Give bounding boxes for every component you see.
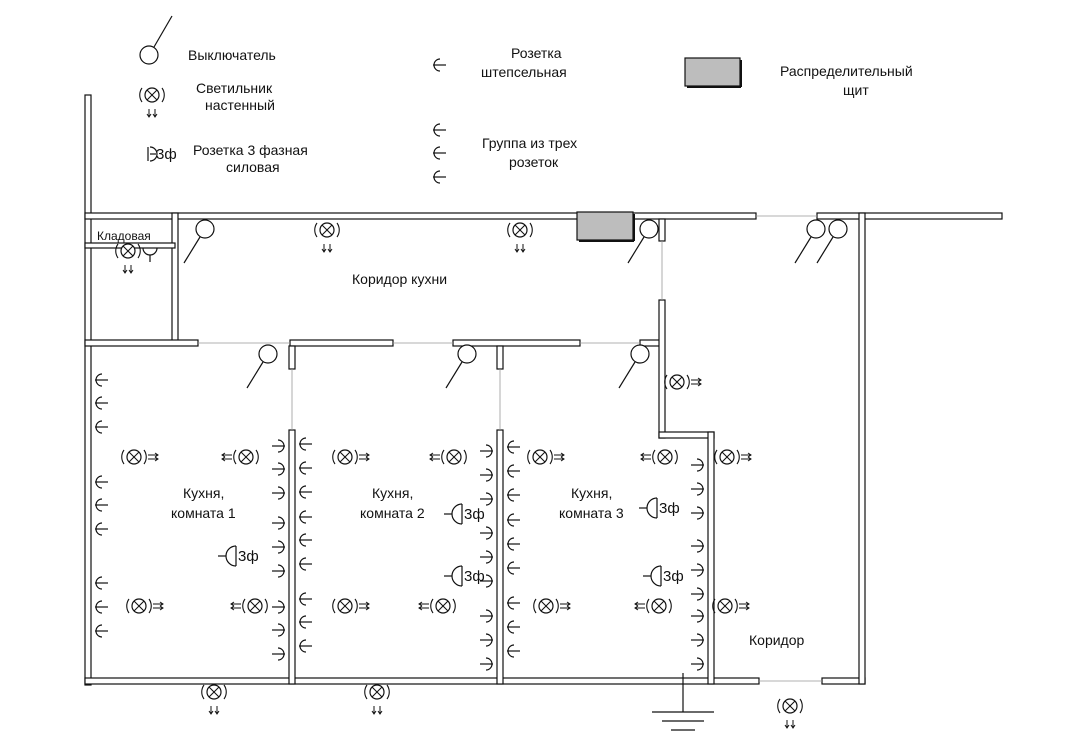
legend-socket-3ph-icon: 3ф	[147, 146, 177, 163]
room-label-kitchen1-line2: комната 1	[171, 505, 236, 521]
three-phase-mark: 3ф	[663, 568, 684, 585]
legend-socket-3ph-label-1: Розетка 3 фазная	[193, 142, 308, 158]
three-phase-mark: 3ф	[464, 568, 485, 585]
legend-socket-group-label-1: Группа из трех	[482, 135, 577, 151]
legend-socket-label-1: Розетка	[511, 45, 562, 61]
switches	[183, 219, 848, 389]
room-label-kitchen2-line1: Кухня,	[372, 485, 413, 501]
wall-lamp-icon	[430, 450, 466, 464]
legend-switch-label: Выключатель	[188, 47, 276, 63]
legend-wall-lamp-icon	[140, 88, 165, 117]
room-label-kitchen-corridor: Коридор кухни	[352, 271, 447, 287]
wall-lamp-icon	[715, 450, 751, 464]
sockets	[94, 373, 705, 671]
wall-lamp-icon	[665, 375, 701, 389]
legend-socket-label-2: штепсельная	[481, 64, 567, 80]
door-openings	[198, 215, 822, 682]
switch-icon	[445, 344, 477, 389]
switch-icon	[183, 219, 215, 264]
wall-lamp-icon	[127, 599, 163, 613]
legend-wall-lamp-label-2: настенный	[205, 97, 275, 113]
wall-lamp-icon	[641, 450, 677, 464]
wall-lamp-icon	[534, 599, 570, 613]
wall-lamp-icon	[222, 450, 258, 464]
ground-icon	[652, 673, 714, 731]
wall-lamp-icon	[333, 450, 369, 464]
room-label-kitchen2-line2: комната 2	[360, 505, 425, 521]
room-label-kitchen1-line1: Кухня,	[183, 485, 224, 501]
legend-panel-label-2: щит	[843, 82, 869, 98]
legend-socket-group-icon	[432, 123, 447, 184]
legend-wall-lamp-label-1: Светильник	[196, 80, 273, 96]
legend-socket-3ph-label-2: силовая	[226, 159, 280, 175]
wall-lamp-icon	[635, 599, 671, 613]
wall-lamp-icon	[778, 699, 803, 728]
room-label-kitchen3-line1: Кухня,	[571, 485, 612, 501]
storage-socket-icon	[142, 247, 158, 262]
wall-lamp-icon	[508, 223, 533, 252]
room-label-storage: Кладовая	[97, 229, 151, 243]
wall-lamp-icon	[528, 450, 564, 464]
legend: Выключатель Светильник настенный 3ф Розе…	[139, 15, 913, 184]
legend-socket-group-label-2: розеток	[509, 154, 559, 170]
wall-lamp-icon	[202, 685, 227, 714]
legend-3ph-mark: 3ф	[156, 146, 177, 163]
wall-lamp-icon	[419, 599, 455, 613]
legend-panel-icon	[684, 57, 742, 88]
wall-lamp-icon	[333, 599, 369, 613]
wall-lamp-icon	[231, 599, 267, 613]
wall-lamp-icon	[122, 450, 158, 464]
switch-icon	[246, 344, 278, 389]
legend-panel-label-1: Распределительный	[780, 63, 913, 79]
three-phase-mark: 3ф	[464, 506, 485, 523]
three-phase-mark: 3ф	[238, 548, 259, 565]
distribution-panel	[576, 211, 635, 242]
room-label-kitchen3-line2: комната 3	[559, 505, 624, 521]
wall-lamp-icon	[315, 223, 340, 252]
switch-icon	[618, 344, 650, 389]
legend-switch-icon	[139, 15, 173, 65]
wall-lamps	[116, 223, 803, 728]
wall-lamp-icon	[713, 599, 749, 613]
room-label-corridor: Коридор	[749, 632, 805, 648]
walls	[84, 94, 1003, 686]
wall-lamp-icon	[365, 685, 390, 714]
legend-socket-icon	[432, 58, 447, 72]
three-phase-sockets: 3ф 3ф 3ф 3ф 3ф	[217, 497, 684, 587]
three-phase-mark: 3ф	[659, 500, 680, 517]
